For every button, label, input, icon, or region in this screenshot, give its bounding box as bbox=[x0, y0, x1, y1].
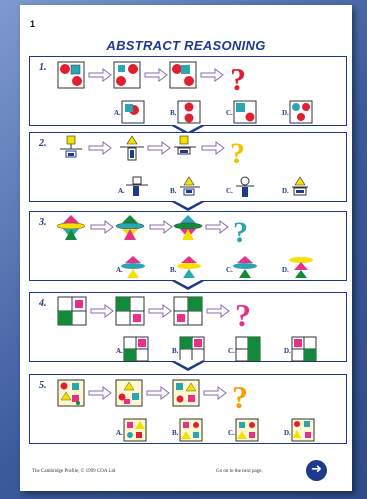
option-a-label: A. bbox=[114, 109, 121, 117]
option-c-label: C. bbox=[226, 109, 233, 117]
question-3-figures: ? A. B. C. D. bbox=[30, 212, 348, 282]
option-b-label: B. bbox=[172, 429, 179, 437]
option-d-label: D. bbox=[284, 347, 291, 355]
option-d-label: D. bbox=[284, 429, 291, 437]
svg-text:?: ? bbox=[232, 379, 248, 415]
option-a-label: A. bbox=[116, 347, 123, 355]
svg-text:?: ? bbox=[233, 216, 248, 249]
option-b-label: B. bbox=[170, 187, 177, 195]
question-4-panel: 4. ? A. B. C. D. bbox=[29, 292, 347, 362]
option-b-label: B. bbox=[170, 266, 177, 274]
next-page-instruction: Go on to the next page. bbox=[216, 469, 263, 474]
panel-connector bbox=[170, 201, 206, 211]
option-a-label: A. bbox=[118, 187, 125, 195]
svg-text:?: ? bbox=[235, 297, 251, 333]
question-3-panel: 3. ? A. B. C. D. bbox=[29, 211, 347, 281]
test-sheet: 1 ABSTRACT REASONING 1. ? A. B. C. D. bbox=[20, 5, 352, 491]
question-4-figures: ? A. B. C. D. bbox=[30, 293, 348, 363]
option-b-label: B. bbox=[172, 347, 179, 355]
page-title: ABSTRACT REASONING bbox=[20, 38, 352, 53]
panel-connector bbox=[170, 361, 206, 371]
copyright-footer: The Cambridge Profile, © 1999 COA Ltd bbox=[32, 469, 115, 474]
option-a-label: A. bbox=[116, 429, 123, 437]
question-5-panel: 5. ? A. B. C. D. bbox=[29, 374, 347, 444]
panel-connector bbox=[170, 280, 206, 290]
option-c-label: C. bbox=[228, 429, 235, 437]
option-b-label: B. bbox=[170, 109, 177, 117]
option-c-label: C. bbox=[226, 187, 233, 195]
option-d-label: D. bbox=[282, 109, 289, 117]
svg-text:?: ? bbox=[230, 137, 245, 170]
option-c-label: C. bbox=[226, 266, 233, 274]
option-d-label: D. bbox=[282, 187, 289, 195]
question-mark: ? bbox=[230, 61, 246, 97]
page-number: 1 bbox=[30, 19, 35, 29]
question-1-panel: 1. ? A. B. C. D. bbox=[29, 56, 347, 126]
question-2-panel: 2. ? A. B. C. D. bbox=[29, 132, 347, 202]
question-2-figures: ? A. B. C. D. bbox=[30, 133, 348, 203]
option-d-label: D. bbox=[282, 266, 289, 274]
arrow-right-icon[interactable]: ➜ bbox=[306, 460, 327, 481]
question-1-figures: ? A. B. C. D. bbox=[30, 57, 348, 127]
option-c-label: C. bbox=[228, 347, 235, 355]
question-5-figures: ? A. B. C. D. bbox=[30, 375, 348, 445]
option-a-label: A. bbox=[116, 266, 123, 274]
